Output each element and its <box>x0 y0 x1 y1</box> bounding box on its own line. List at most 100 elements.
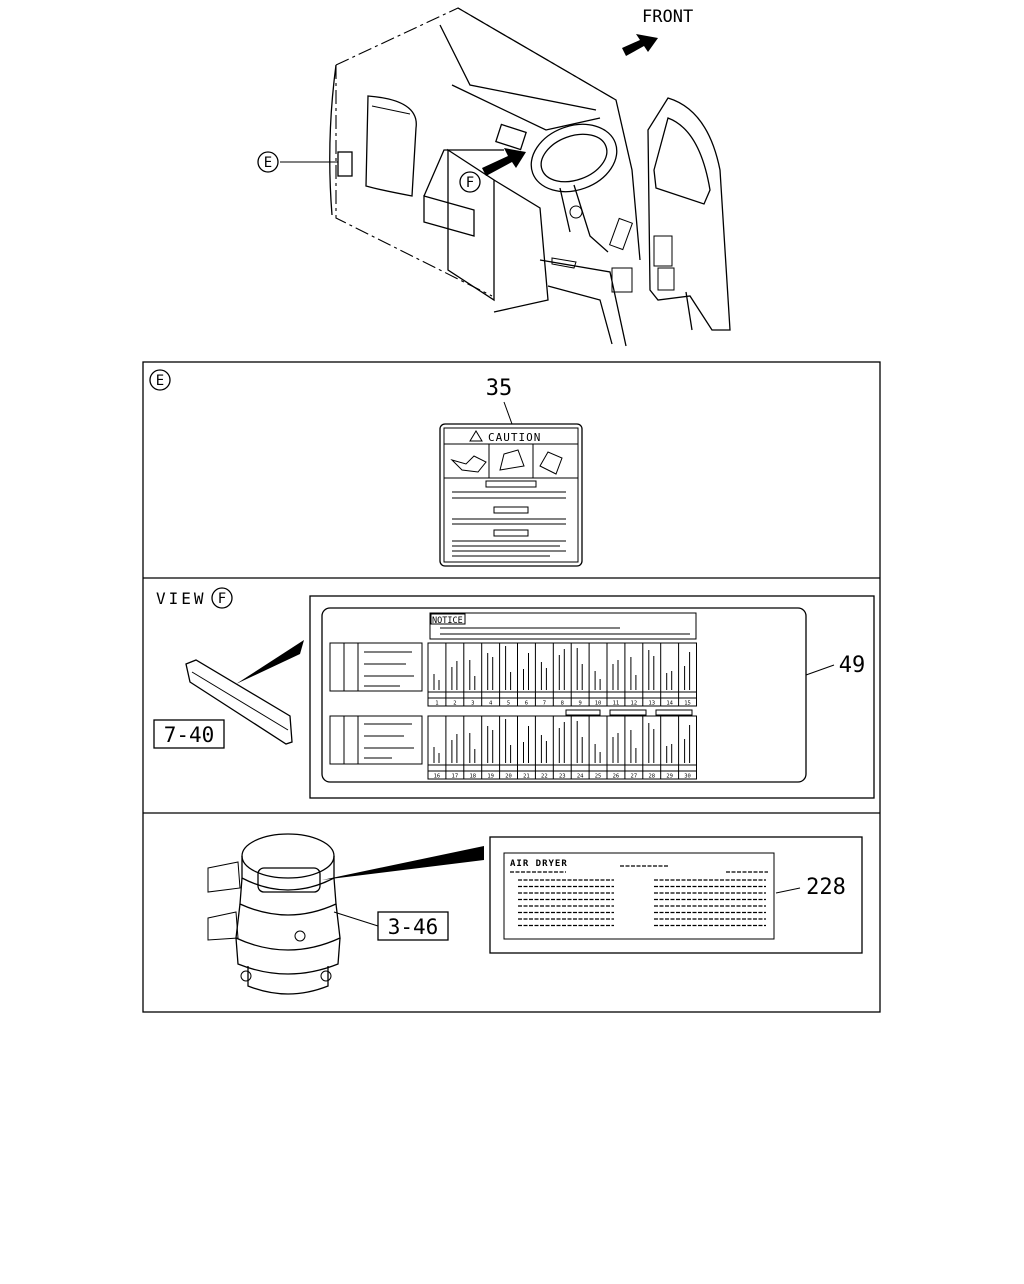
fuse-cell: 12 <box>624 643 643 707</box>
caution-label-part-number: 35 <box>486 376 513 401</box>
fuse-number: 18 <box>469 774 476 780</box>
ref-box-7-40: 7-40 <box>153 719 225 749</box>
fuse-number: 15 <box>684 701 691 707</box>
fuse-number: 28 <box>648 774 655 780</box>
fuse-cell: 11 <box>606 643 625 707</box>
fuse-number: 12 <box>631 701 638 707</box>
svg-text:E: E <box>264 155 272 171</box>
fuse-cell: 5 <box>499 643 518 707</box>
leader-wedge-notice <box>236 640 304 684</box>
view-f-arrow-icon <box>482 148 526 176</box>
fuse-number: 7 <box>543 701 546 707</box>
fuse-number: 21 <box>523 774 530 780</box>
air-dryer-unit <box>207 833 341 995</box>
fuse-cell: 30 <box>678 716 697 780</box>
fuse-cell: 1 <box>427 643 446 707</box>
fuse-number: 17 <box>452 774 459 780</box>
fuse-cell: 15 <box>678 643 697 707</box>
svg-text:3-46: 3-46 <box>388 915 439 939</box>
fuse-cell: 27 <box>624 716 643 780</box>
fuse-number: 25 <box>595 774 602 780</box>
fuse-number: 27 <box>631 774 638 780</box>
fuse-number: 5 <box>507 701 510 707</box>
fuse-number: 29 <box>666 774 673 780</box>
notice-label-title: NOTICE <box>432 616 463 626</box>
fuse-number: 11 <box>613 701 620 707</box>
fuse-number: 2 <box>453 701 456 707</box>
fuse-number: 13 <box>648 701 655 707</box>
ref-box-3-46: 3-46 <box>377 911 449 941</box>
fuse-number: 19 <box>487 774 494 780</box>
pictogram-tilt-icon <box>539 451 563 475</box>
fuse-cell: 20 <box>499 716 518 780</box>
callout-f-top: F <box>459 171 481 193</box>
caution-label-title: CAUTION <box>488 431 541 444</box>
fuse-number: 24 <box>577 774 584 780</box>
fuse-cell: 26 <box>606 716 625 780</box>
air-dryer-label-title: AIR DRYER <box>510 859 568 869</box>
fuse-number: 23 <box>559 774 566 780</box>
cab-illustration: FRONT <box>280 7 731 347</box>
fuse-cell: 21 <box>517 716 536 780</box>
fuse-box-cover <box>185 659 293 745</box>
fuse-cell: 22 <box>534 716 554 780</box>
caution-label: CAUTION <box>439 423 583 567</box>
fuse-number: 1 <box>435 701 438 707</box>
air-dryer-label: AIR DRYER <box>503 852 775 940</box>
section-e: E 35 CAUTION <box>149 369 583 567</box>
fuse-cell: 13 <box>642 643 661 707</box>
fuse-number: 14 <box>666 701 673 707</box>
front-arrow-icon <box>622 34 658 56</box>
section-air-dryer: 3-46 AIR DRYER 228 <box>207 833 863 995</box>
fuse-cell: 14 <box>660 643 679 707</box>
fuse-cell: 6 <box>517 643 536 707</box>
fuse-cell: 8 <box>552 643 572 707</box>
pictogram-hand-icon <box>450 455 487 473</box>
svg-text:E: E <box>156 373 164 389</box>
notice-label-part-number: 49 <box>839 653 866 678</box>
fuse-cell: 3 <box>463 643 482 707</box>
leader-wedge-air-dryer <box>322 846 484 880</box>
view-label: VIEW <box>156 589 207 608</box>
svg-text:F: F <box>218 591 226 607</box>
front-label: FRONT <box>642 7 693 27</box>
fuse-number: 3 <box>471 701 474 707</box>
air-dryer-label-part-number: 228 <box>806 875 846 900</box>
fuse-cell: 9 <box>570 643 590 707</box>
fuse-number: 20 <box>505 774 512 780</box>
fuse-cell: 19 <box>481 716 500 780</box>
fuse-number: 22 <box>541 774 548 780</box>
callout-e-top: E <box>257 151 279 173</box>
caution-label-location-marker <box>337 151 353 177</box>
diagram-frame <box>142 361 881 1013</box>
fuse-cell: 2 <box>445 643 464 707</box>
fuse-cell: 4 <box>481 643 500 707</box>
fuse-number: 26 <box>613 774 620 780</box>
fuse-cell: 24 <box>570 716 590 780</box>
callout-f: F <box>211 587 233 609</box>
warning-triangle-icon <box>469 430 483 442</box>
fuse-cell: 28 <box>642 716 661 780</box>
fuse-cell: 7 <box>534 643 554 707</box>
fuse-number: 4 <box>489 701 493 707</box>
pictogram-cab-icon <box>499 449 525 471</box>
fuse-grid-bottom: 16 17 18 19 20 21 22 23 24 25 26 27 28 29 30 <box>427 715 697 780</box>
section-view-f: VIEW F 7-40 49 NOTICE <box>153 587 875 799</box>
callout-e: E <box>149 369 171 391</box>
fuse-cell: 16 <box>427 716 446 780</box>
fuse-cell: 29 <box>660 716 679 780</box>
fuse-number: 8 <box>561 701 564 707</box>
fuse-number: 6 <box>525 701 528 707</box>
fuse-cell: 23 <box>552 716 572 780</box>
fuse-number: 9 <box>578 701 581 707</box>
fuse-cell: 18 <box>463 716 482 780</box>
fuse-cell: 10 <box>588 643 607 707</box>
fuse-number: 10 <box>595 701 602 707</box>
fuse-number: 30 <box>684 774 691 780</box>
svg-text:F: F <box>466 175 474 191</box>
fuse-number: 16 <box>434 774 441 780</box>
air-dryer-text-lines <box>510 865 768 927</box>
